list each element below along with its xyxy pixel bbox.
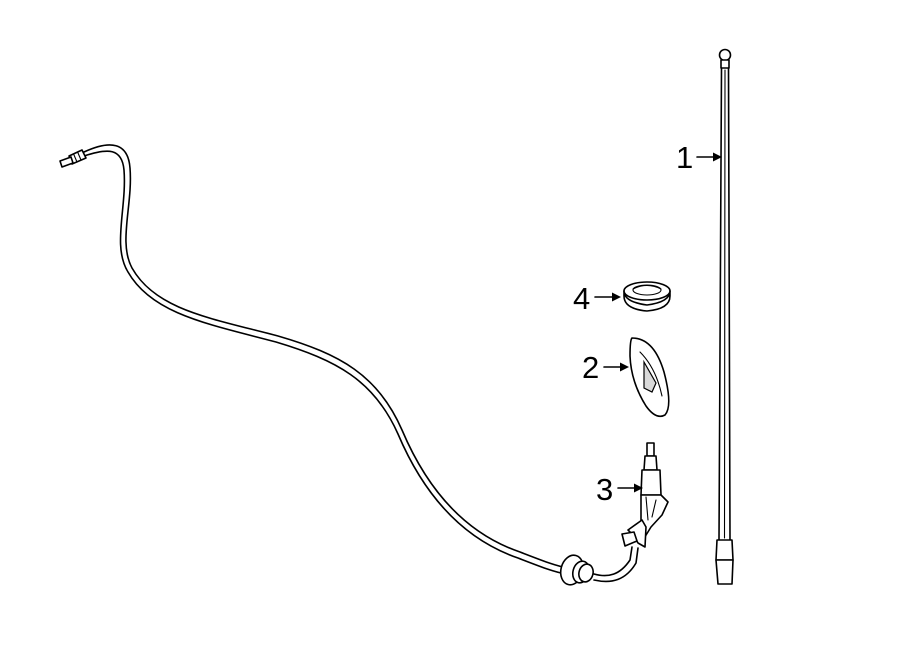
antenna-bezel bbox=[629, 337, 670, 418]
antenna-cap bbox=[623, 281, 671, 312]
antenna-cable bbox=[59, 144, 639, 586]
callout-arrowhead-3 bbox=[634, 483, 643, 493]
callout-1: 1 bbox=[676, 140, 722, 175]
callout-number-2: 2 bbox=[582, 350, 599, 385]
antenna-mast bbox=[715, 48, 734, 585]
callout-arrowhead-4 bbox=[612, 292, 621, 302]
callout-2: 2 bbox=[582, 350, 629, 385]
callout-number-3: 3 bbox=[596, 472, 613, 507]
callout-number-1: 1 bbox=[676, 140, 693, 175]
callout-3: 3 bbox=[596, 472, 643, 507]
callout-number-4: 4 bbox=[573, 281, 590, 316]
callout-4: 4 bbox=[573, 281, 621, 316]
antenna-base bbox=[621, 442, 669, 548]
callout-arrowhead-2 bbox=[620, 362, 629, 372]
callout-arrowhead-1 bbox=[713, 152, 722, 162]
